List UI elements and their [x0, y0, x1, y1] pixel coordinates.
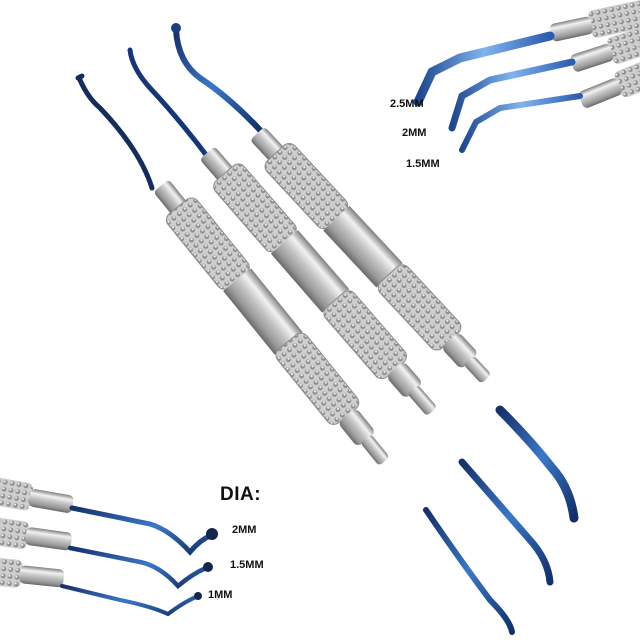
inset-ball-tips: [0, 473, 218, 617]
instrument-right-lower-tip: [495, 405, 579, 523]
instrument-right-upper-tip: [173, 27, 263, 133]
instrument-left-lower-tip: [423, 507, 515, 635]
label-ball-1mm: 1MM: [208, 589, 233, 601]
instrument-left: [75, 73, 515, 635]
dia-title: DIA:: [220, 484, 262, 505]
label-flat-1-5mm: 1.5MM: [406, 158, 440, 170]
label-ball-2mm: 2MM: [232, 524, 257, 536]
instrument-middle-lower-tip: [458, 458, 554, 586]
label-ball-1-5mm: 1.5MM: [230, 559, 264, 571]
instrument-right: [171, 23, 579, 523]
instrument-left-upper-tip: [77, 77, 155, 191]
label-flat-2mm: 2MM: [402, 127, 427, 139]
instrument-middle-upper-tip: [127, 47, 213, 163]
instrument-middle: [127, 47, 554, 586]
label-flat-2-5mm: 2.5MM: [390, 98, 424, 110]
inset-flat-tips: [413, 0, 640, 153]
